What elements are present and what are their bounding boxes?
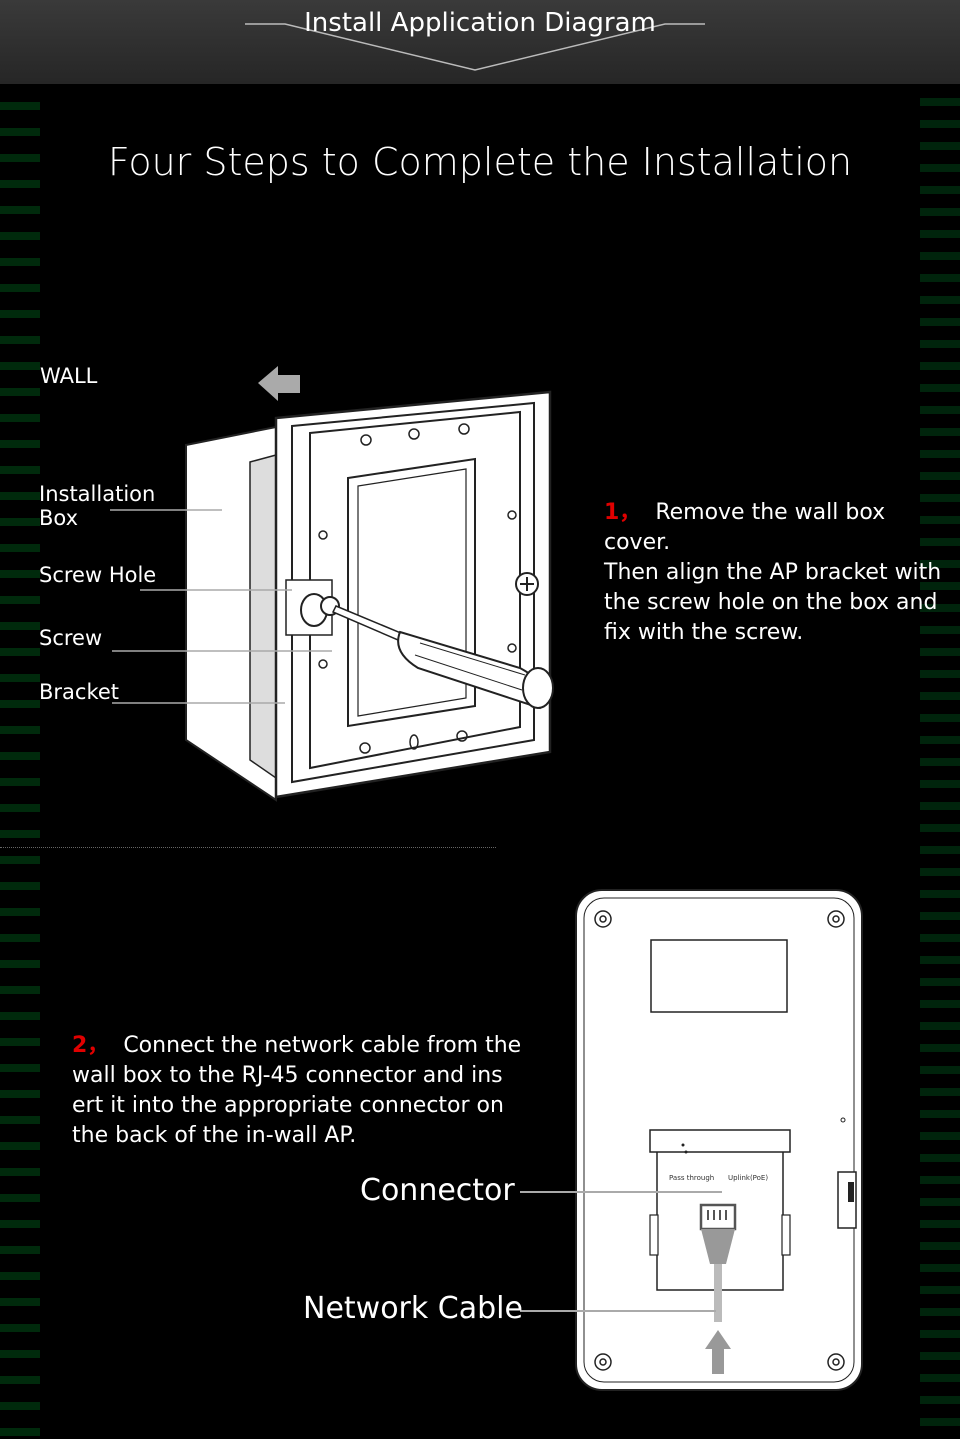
connector-label: Connector (360, 1173, 515, 1208)
insert-arrow-icon (705, 1330, 731, 1374)
step1-line1: Remove the wall box cover. (604, 500, 886, 555)
screw-label: Screw (39, 626, 103, 650)
step1-line4: fix with the screw. (604, 620, 804, 645)
network-cable (714, 1264, 722, 1322)
port-compartment (649, 1129, 791, 1153)
matrix-rain-right (920, 84, 960, 1439)
rj45-plug-icon (699, 1203, 737, 1231)
wall-label: WALL (40, 364, 98, 388)
port-uplink-label: Uplink(PoE) (728, 1174, 768, 1182)
port-pass-through-label: Pass through (669, 1174, 714, 1182)
step1-text: 1，Remove the wall box cover. Then align … (604, 498, 944, 648)
section-divider (0, 847, 496, 848)
step2-line3: ert it into the appropriate connector on (72, 1093, 504, 1118)
matrix-rain-left (0, 84, 40, 1439)
step2-line4: the back of the in-wall AP. (72, 1123, 357, 1148)
installation-box-label-line1: Installation (39, 482, 156, 506)
ap-label-area (650, 939, 788, 1013)
step1-line2: Then align the AP bracket with (604, 560, 942, 585)
network-cable-label: Network Cable (303, 1291, 523, 1326)
step2-line1: Connect the network cable from the (123, 1033, 522, 1058)
wall-arrow-icon (258, 366, 300, 401)
step2-line2: wall box to the RJ-45 connector and ins (72, 1063, 503, 1088)
step2-number: 2， (72, 1033, 110, 1058)
header-title: Install Application Diagram (304, 8, 656, 38)
bracket-label: Bracket (39, 680, 120, 704)
step1-line3: the screw hole on the box and (604, 590, 938, 615)
page-title: Four Steps to Complete the Installation (107, 140, 853, 184)
step1-number: 1， (604, 500, 642, 525)
installation-box-label-line2: Box (39, 506, 79, 530)
step2-text: 2， Connect the network cable from the wal… (72, 1031, 522, 1151)
header-bar (0, 0, 960, 84)
screw-hole-label: Screw Hole (39, 563, 157, 587)
